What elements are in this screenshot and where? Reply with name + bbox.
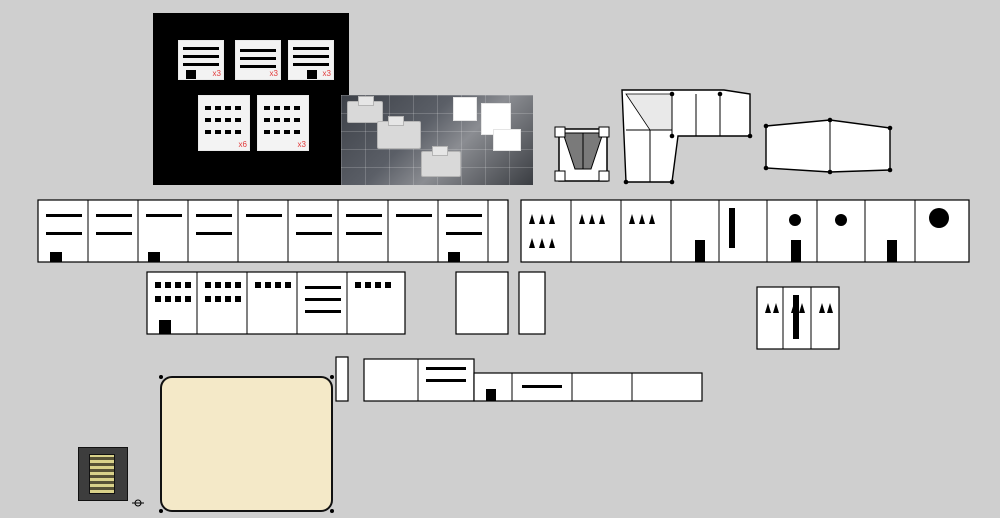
vertex-marker bbox=[330, 375, 334, 379]
vertex-marker bbox=[330, 509, 334, 513]
gothic-panel-small[interactable] bbox=[755, 283, 841, 355]
tile-top-1: x3 bbox=[178, 40, 224, 80]
tile-top-3: x3 bbox=[288, 40, 334, 80]
vertex-marker bbox=[159, 509, 163, 513]
narrow-strip[interactable] bbox=[334, 355, 350, 403]
quantity-label: x3 bbox=[269, 69, 278, 78]
tile-bottom-1: x6 bbox=[198, 95, 250, 151]
gothic-panel-row[interactable] bbox=[519, 196, 971, 268]
miniature-tank bbox=[421, 146, 461, 177]
miniature-tank bbox=[347, 96, 383, 123]
window-panel-row[interactable] bbox=[145, 268, 407, 340]
quantity-label: x3 bbox=[297, 140, 306, 149]
reference-photo-miniatures[interactable] bbox=[341, 95, 533, 185]
wall-panel-row-1[interactable] bbox=[36, 196, 510, 268]
ruin-piece bbox=[493, 129, 521, 151]
quantity-label: x3 bbox=[212, 69, 221, 78]
model-small-tower[interactable] bbox=[553, 125, 617, 187]
miniature-model[interactable] bbox=[78, 447, 128, 501]
miniature-tank bbox=[377, 116, 421, 149]
plain-panel-a[interactable] bbox=[454, 268, 510, 340]
quantity-label: x3 bbox=[322, 69, 331, 78]
plain-panel-b[interactable] bbox=[517, 268, 547, 340]
origin-axes-icon bbox=[132, 499, 144, 507]
vertex-marker bbox=[159, 375, 163, 379]
ruin-piece bbox=[453, 97, 477, 121]
bottom-wall-strip[interactable] bbox=[362, 355, 706, 407]
model-long-building[interactable] bbox=[760, 116, 896, 178]
tile-top-2: x3 bbox=[235, 40, 281, 80]
base-tray[interactable] bbox=[159, 375, 334, 513]
quantity-label: x6 bbox=[238, 140, 247, 149]
tile-bottom-2: x3 bbox=[257, 95, 309, 151]
reference-photo-tiles[interactable]: x3 x3 x3 x6 bbox=[153, 13, 349, 185]
model-l-building[interactable] bbox=[620, 86, 756, 188]
